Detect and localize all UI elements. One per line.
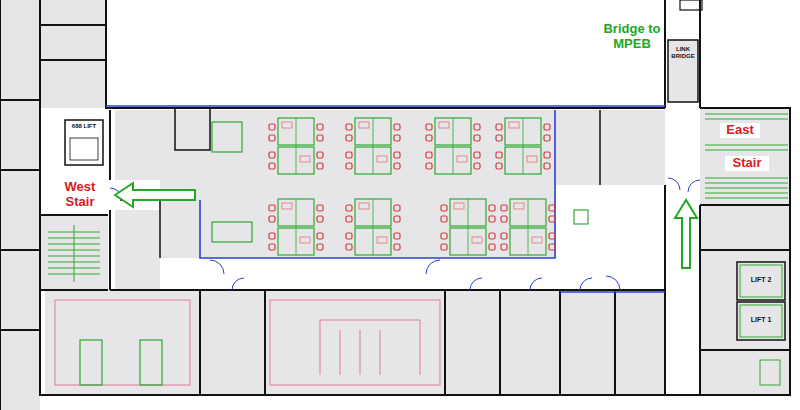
bridge-label: LINK BRIDGE [669,46,697,60]
stair-label: West Stair [54,180,106,210]
stair-label: Stair [725,156,769,171]
lift-label: LIFT 1 [741,316,781,324]
lift-label: LIFT 2 [741,276,781,284]
stair-label: East [720,123,760,138]
lift-label: 688 LIFT [66,123,102,130]
bridge-label: Bridge to MPEB [592,22,672,52]
